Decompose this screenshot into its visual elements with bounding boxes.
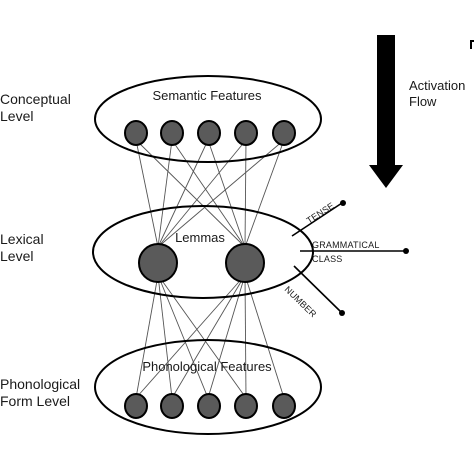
connection-line [244, 274, 285, 399]
semantic-feature-node [272, 120, 296, 146]
lemmas-title: Lemmas [175, 230, 225, 245]
semantic-feature-node [160, 120, 184, 146]
level-label-line: Form Level [0, 393, 71, 409]
phonological-feature-node [124, 393, 148, 419]
connection-line [157, 139, 247, 248]
connection-line [171, 139, 246, 248]
semantic-feature-nodes [124, 120, 296, 146]
number-label: NUMBER [283, 284, 319, 319]
connection-line [244, 139, 247, 248]
lemmas-ellipse [92, 205, 314, 299]
phonological-form-level-label: Phonological Form Level [0, 376, 80, 410]
level-label-line: Level [0, 248, 34, 264]
connection-line [135, 139, 159, 248]
connection-line [135, 274, 159, 399]
connection-line [244, 274, 247, 399]
semantic-features-ellipse [94, 75, 322, 163]
lemma-nodes [138, 243, 265, 283]
phonological-feature-node [160, 393, 184, 419]
conceptual-level-label: Conceptual Level [0, 91, 71, 125]
number-endpoint-dot [339, 310, 345, 316]
lexical-level-label: Lexical Level [0, 231, 44, 265]
level-label-line: Phonological [0, 376, 81, 392]
semantic-feature-node [197, 120, 221, 146]
connection-line [157, 139, 173, 248]
connection-line [157, 274, 247, 399]
phonological-feature-node [234, 393, 258, 419]
activation-flow-arrow [369, 35, 403, 188]
connection-line [207, 139, 246, 248]
phonological-features-ellipse [94, 339, 322, 435]
connection-line [207, 274, 246, 399]
connection-line [244, 139, 285, 248]
phonological-feature-nodes [124, 393, 296, 419]
activation-flow-label: Activation Flow [409, 78, 465, 110]
phonological-feature-node [272, 393, 296, 419]
grammatical-class-label-line1: GRAMMATICAL [312, 240, 380, 250]
semantic-feature-node [124, 120, 148, 146]
lemma-node [225, 243, 265, 283]
activation-flow-label-line: Activation [409, 78, 466, 93]
number-branch-line [293, 265, 342, 313]
phonological-feature-node [197, 393, 221, 419]
lemma-node [138, 243, 178, 283]
semantic-features-title: Semantic Features [152, 88, 262, 103]
grammatical-class-label-line2: CLASS [312, 254, 343, 264]
connection-line [157, 139, 285, 248]
level-label-line: Level [0, 108, 34, 124]
connection-line [157, 139, 209, 248]
connection-line [157, 274, 173, 399]
semantic-feature-node [234, 120, 258, 146]
level-label-line: Conceptual [0, 91, 71, 107]
level-label-line: Lexical [0, 231, 44, 247]
phonological-features-title: Phonological Features [142, 359, 272, 374]
tense-label: TENSE [305, 200, 336, 225]
connection-line [135, 274, 246, 399]
tense-endpoint-dot [340, 200, 346, 206]
activation-flow-label-line: Flow [409, 94, 437, 109]
grammatical-class-endpoint-dot [403, 248, 409, 254]
